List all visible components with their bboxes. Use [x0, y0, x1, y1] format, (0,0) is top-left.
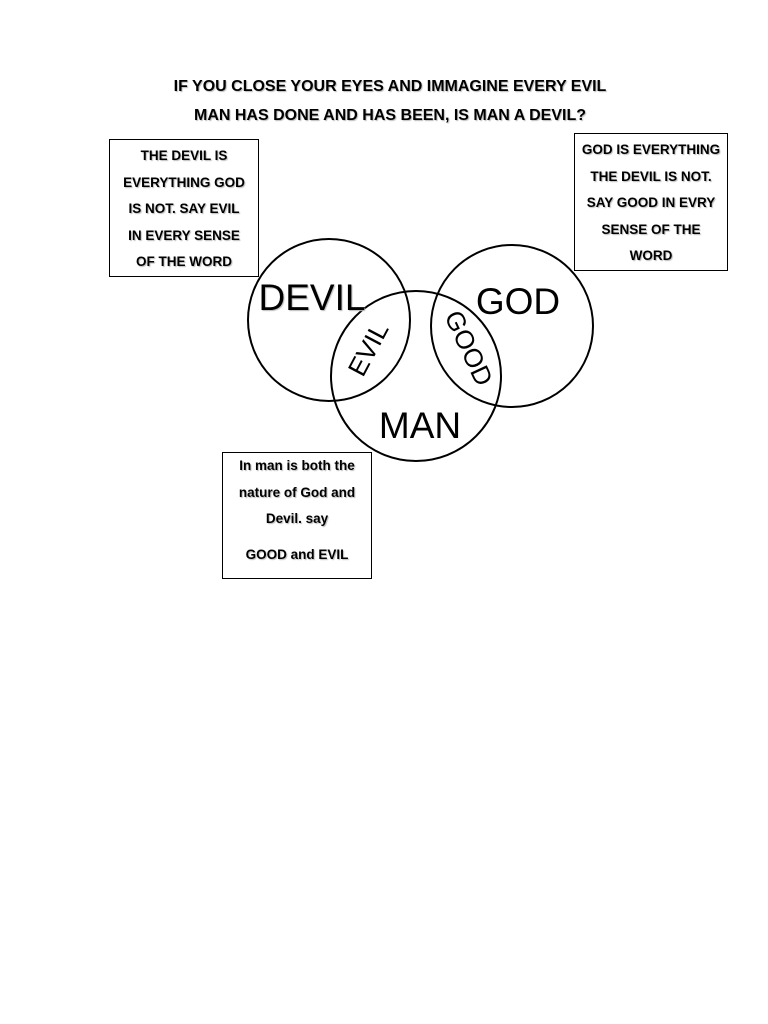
- devil-description-box: THE DEVIL IS EVERYTHING GOD IS NOT. SAY …: [109, 139, 259, 277]
- page-title: IF YOU CLOSE YOUR EYES AND IMMAGINE EVER…: [120, 72, 660, 130]
- devil-box-line: THE DEVIL IS: [140, 148, 228, 163]
- devil-box-line: IS NOT. SAY EVIL: [128, 201, 240, 216]
- man-box-line: Devil. say: [265, 511, 329, 526]
- god-label: GOD: [476, 281, 560, 322]
- man-circle: [330, 290, 502, 462]
- man-description-box: In man is both the nature of God and Dev…: [222, 452, 372, 579]
- god-box-line: SENSE OF THE: [601, 221, 701, 237]
- devil-box-line: EVERYTHING GOD: [123, 174, 245, 190]
- devil-box-line: OF THE WORD: [136, 254, 232, 269]
- devil-label: DEVIL: [259, 277, 366, 318]
- man-box-line: GOOD and EVIL: [245, 546, 349, 562]
- title-line-2: MAN HAS DONE AND HAS BEEN, IS MAN A DEVI…: [193, 107, 586, 124]
- god-box-line: GOD IS EVERYTHING: [581, 142, 721, 157]
- god-circle: [430, 244, 594, 408]
- title-line-1: IF YOU CLOSE YOUR EYES AND IMMAGINE EVER…: [173, 78, 607, 95]
- devil-circle: [247, 238, 411, 402]
- man-box-line: nature of God and: [238, 484, 356, 500]
- man-box-line: In man is both the: [239, 458, 355, 473]
- god-box-line: WORD: [629, 248, 673, 263]
- god-box-line: THE DEVIL IS NOT.: [590, 168, 712, 184]
- god-description-box: GOD IS EVERYTHING THE DEVIL IS NOT. SAY …: [574, 133, 728, 271]
- man-label: MAN: [379, 405, 461, 446]
- devil-box-line: IN EVERY SENSE: [128, 227, 240, 243]
- evil-overlap-label: EVIL: [342, 317, 395, 381]
- god-box-line: SAY GOOD IN EVRY: [586, 195, 716, 210]
